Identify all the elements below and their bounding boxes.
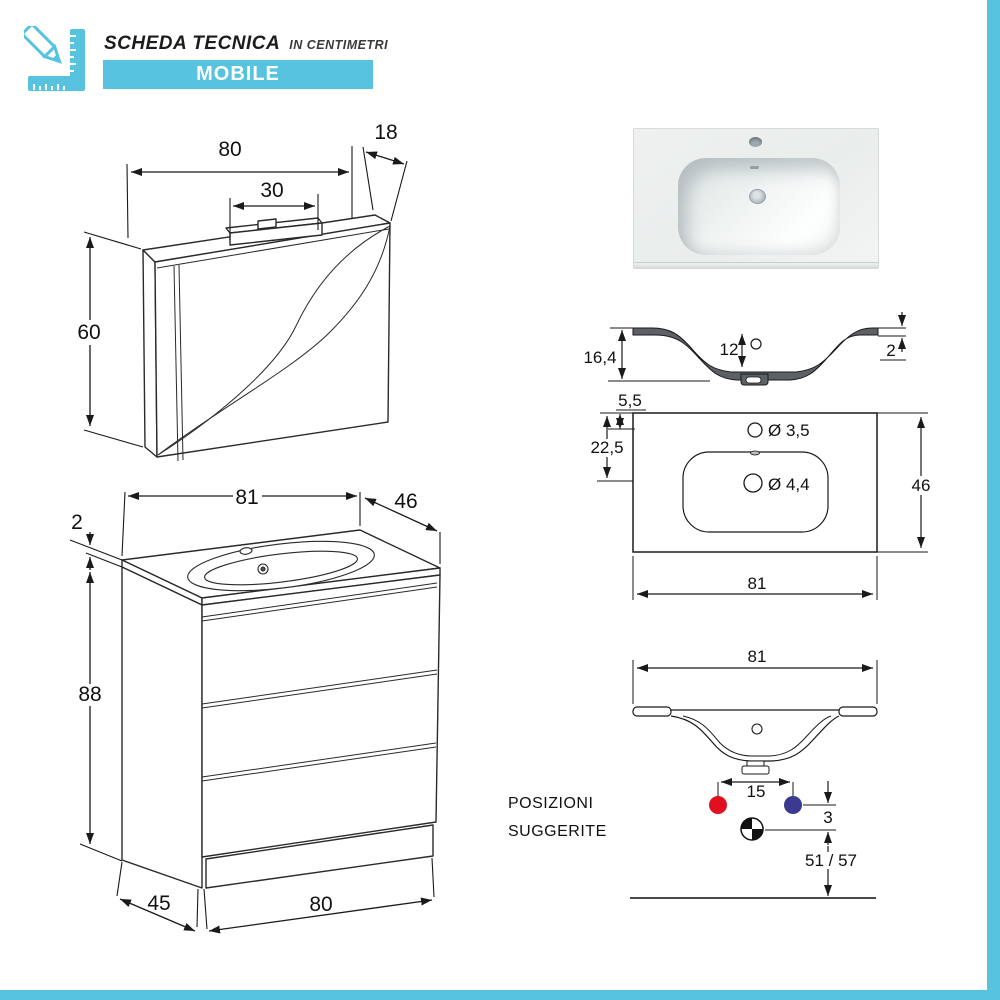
- sheet-title: SCHEDA TECNICA: [104, 33, 281, 54]
- accent-right-bar: [987, 0, 1000, 1000]
- vanity-base-depth-label: 45: [147, 892, 170, 915]
- basin-section-drawing: [632, 327, 879, 386]
- sheet-subtitle: IN CENTIMETRI: [289, 38, 389, 52]
- drain-offset-label: 3: [823, 808, 832, 827]
- category-banner: MOBILE: [103, 60, 373, 89]
- pencil-ruler-icon: [24, 26, 85, 91]
- mirror-cabinet-drawing: [142, 214, 391, 462]
- mirror-lamp-width-label: 30: [260, 179, 283, 202]
- positions-note-line2: SUGGERITE: [508, 823, 607, 840]
- vanity-width-label: 81: [235, 486, 258, 509]
- vanity-drawing: [121, 529, 441, 889]
- drain-position-symbol: [740, 817, 764, 841]
- taps-spacing-label: 15: [747, 782, 766, 801]
- vanity-depth-label: 46: [394, 490, 417, 513]
- hot-water-dot: [709, 796, 727, 814]
- ceramic-front-edge: [634, 262, 878, 268]
- vanity-top-thickness-label: 2: [71, 511, 83, 534]
- washbasin-render: [633, 128, 879, 269]
- mirror-height-label: 60: [77, 321, 100, 344]
- basin-top-view-dimensions: [597, 409, 928, 600]
- drain-hole: [749, 189, 766, 204]
- section-height-label: 16,4: [583, 348, 616, 367]
- washbasin-render-bowl: [678, 158, 840, 255]
- tap-hole: [749, 137, 762, 147]
- section-rim-label: 2: [886, 341, 895, 360]
- vanity-base-width-label: 80: [309, 893, 332, 916]
- drain-hole-diameter-label: Ø 4,4: [768, 475, 810, 494]
- cold-water-dot: [784, 796, 802, 814]
- top-view-depth-label: 46: [912, 476, 931, 495]
- front-view-width-label: 81: [748, 647, 767, 666]
- basin-section-dimensions: [608, 312, 906, 382]
- vanity-height-label: 88: [78, 683, 101, 706]
- top-view-drain-offset-label: 22,5: [590, 438, 623, 457]
- tap-hole-diameter-label: Ø 3,5: [768, 421, 810, 440]
- header: SCHEDA TECNICA IN CENTIMETRI MOBILE: [0, 0, 480, 110]
- vanity-dimensions: [69, 491, 441, 934]
- basin-top-view-drawing: [632, 412, 878, 553]
- top-view-width-label: 81: [748, 574, 767, 593]
- mirror-width-label: 80: [218, 138, 241, 161]
- sheet-title-row: SCHEDA TECNICA IN CENTIMETRI: [104, 33, 388, 55]
- drain-floor-height-label: 51 / 57: [805, 851, 857, 870]
- section-bowl-depth-label: 12: [720, 340, 739, 359]
- top-view-tap-offset-label: 5,5: [618, 391, 642, 410]
- accent-bottom-bar: [0, 990, 1000, 1000]
- mirror-depth-label: 18: [374, 121, 397, 144]
- positions-note-line1: POSIZIONI: [508, 795, 593, 812]
- basin-front-view-drawing: [632, 706, 878, 775]
- overflow-slot: [750, 166, 759, 169]
